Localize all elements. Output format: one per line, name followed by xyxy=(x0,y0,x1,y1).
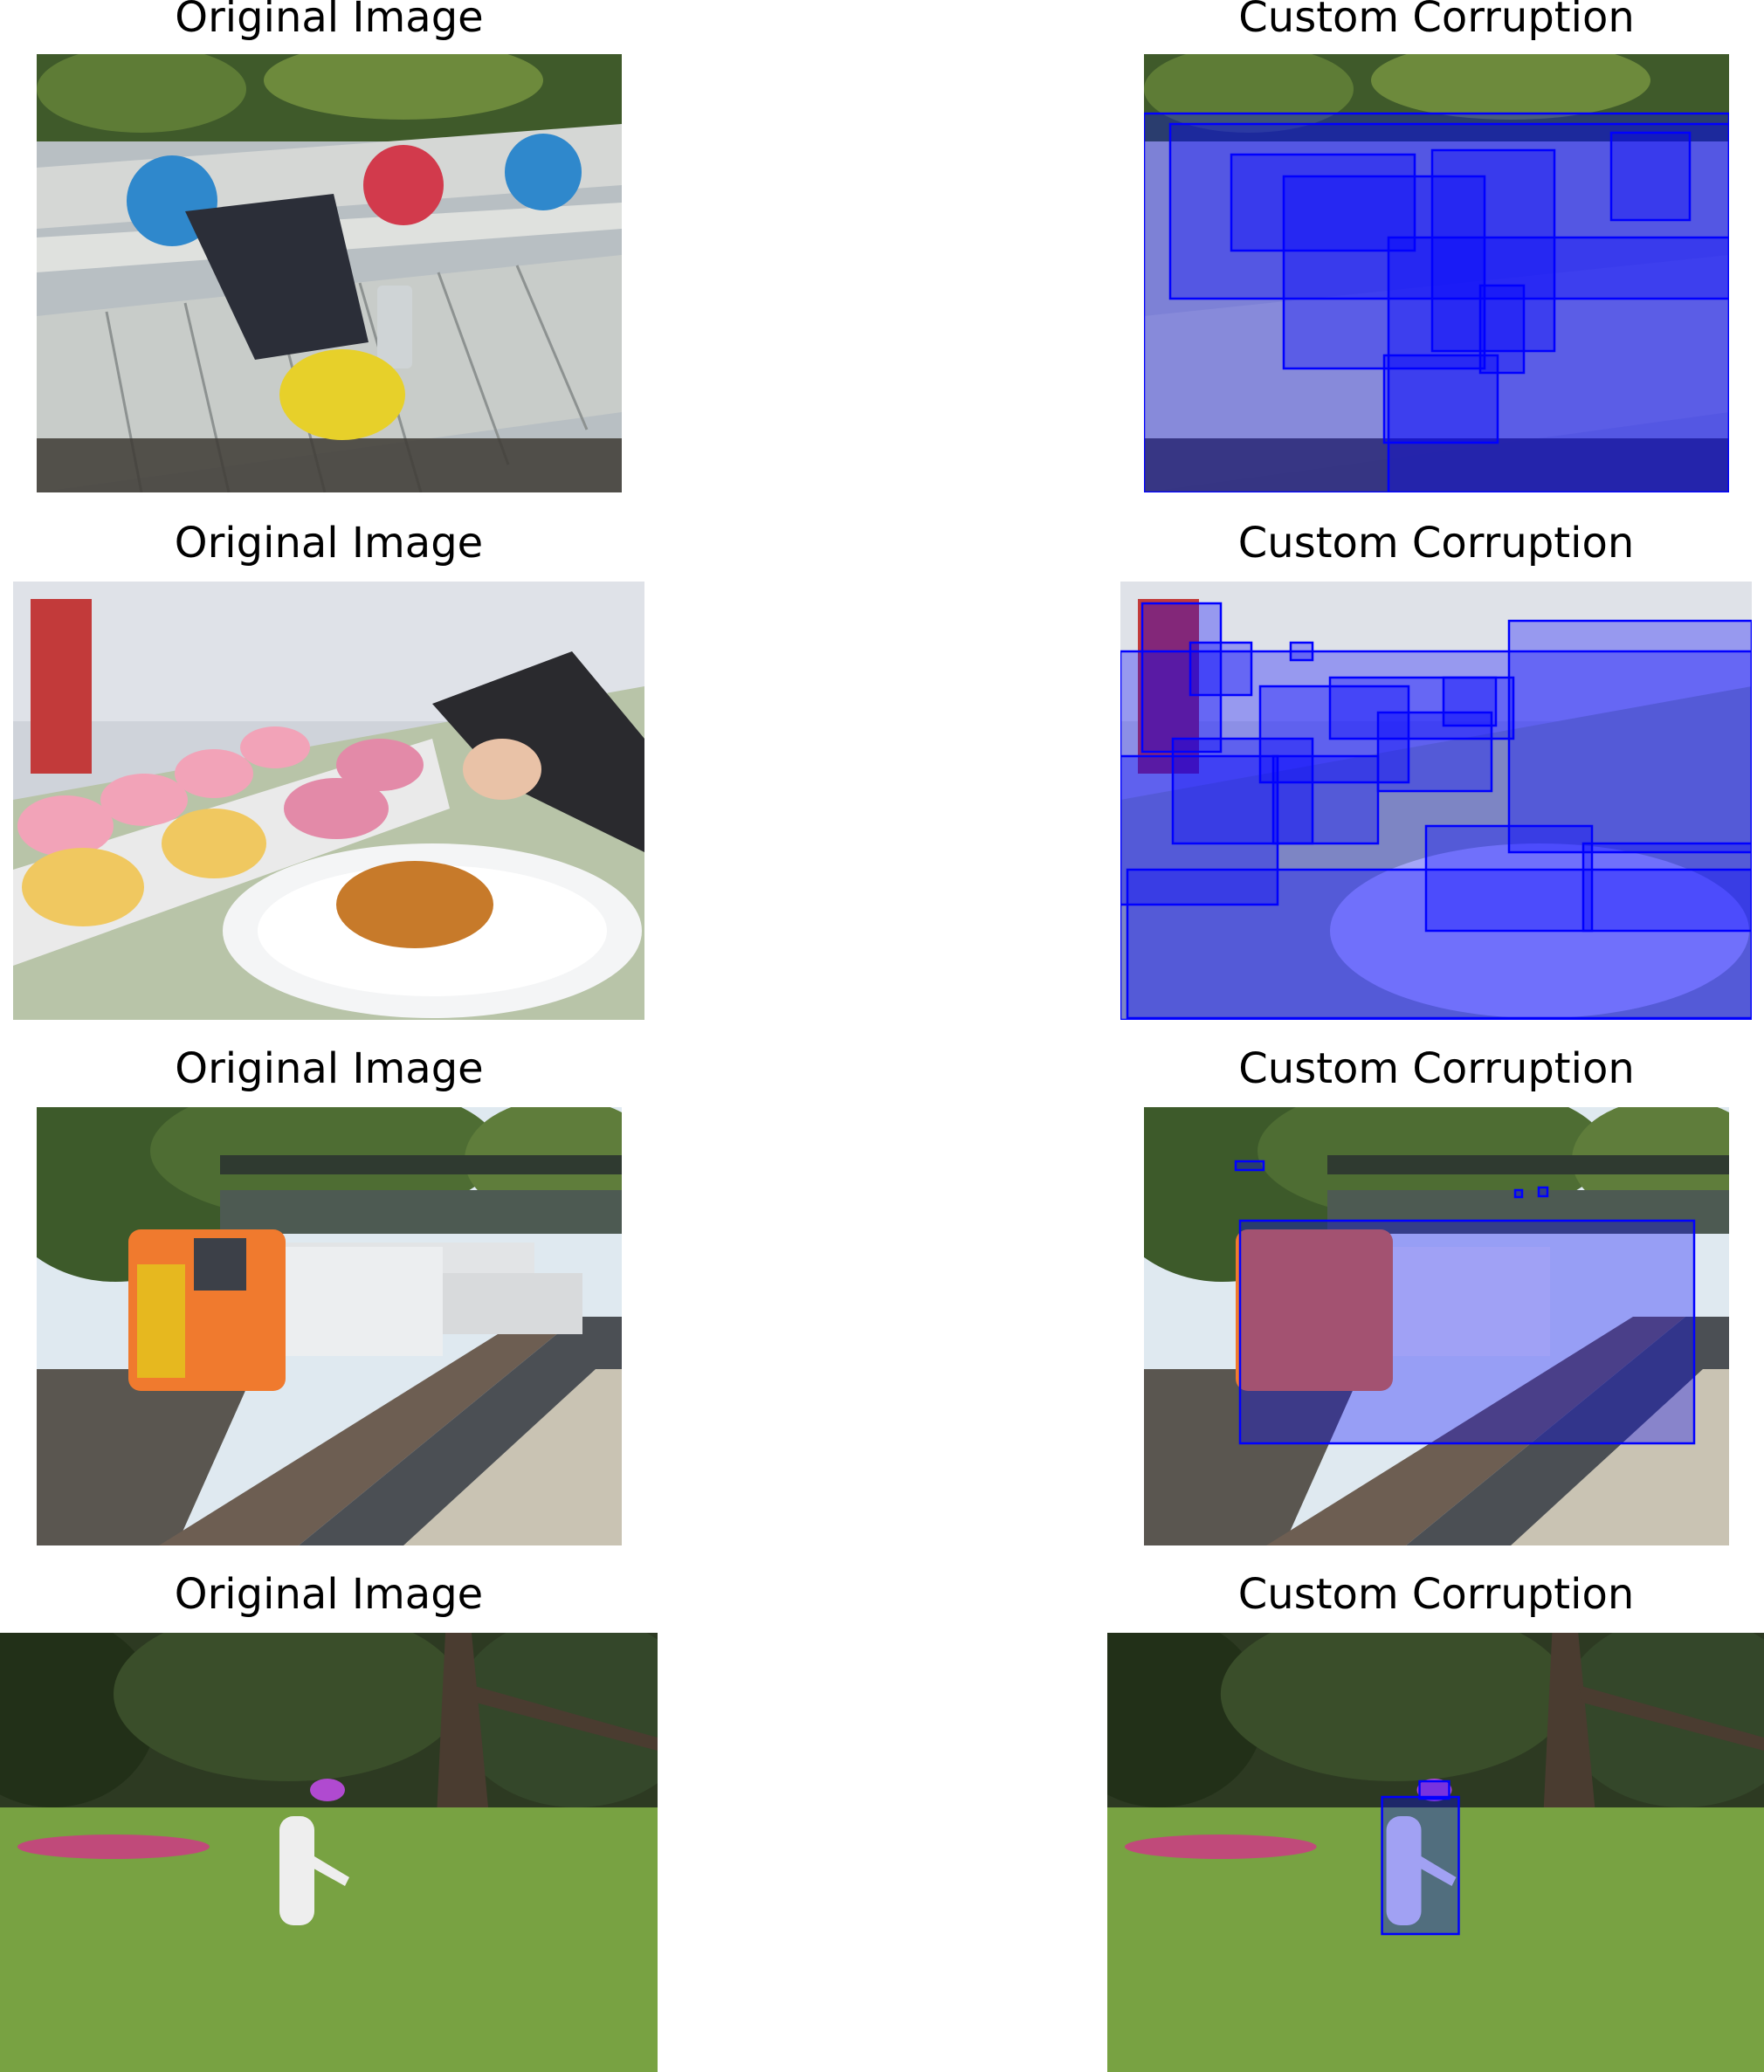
row2-bbox-7 xyxy=(1120,754,1279,906)
row4-corrupted-title: Custom Corruption xyxy=(1237,1570,1635,1619)
row3-corrupted-photo xyxy=(1144,1107,1729,1545)
row1-original-photo xyxy=(37,54,622,492)
row2-corrupted-panel: Custom Corruption xyxy=(1120,519,1752,1022)
row2-bbox-13 xyxy=(1424,824,1594,933)
row1-bbox-8 xyxy=(1382,354,1499,444)
row1-bbox-9 xyxy=(1387,236,1729,492)
row2-bbox-9 xyxy=(1271,754,1380,845)
row2-bbox-12 xyxy=(1507,619,1752,854)
row3-bbox-sign xyxy=(1234,1160,1265,1172)
row3-bbox-train xyxy=(1238,1219,1696,1445)
row1-original-title: Original Image xyxy=(175,0,484,42)
row4-original-photo xyxy=(0,1633,658,2072)
row4-bbox-frisbee xyxy=(1418,1779,1450,1800)
row2-corrupted-photo xyxy=(1120,582,1752,1020)
row1-bbox-3 xyxy=(1230,153,1416,252)
row4-original-panel: Original Image xyxy=(0,1570,658,2072)
row2-bbox-6 xyxy=(1258,685,1410,784)
row3-corrupted-title: Custom Corruption xyxy=(1238,1044,1635,1093)
row3-bbox-light-1 xyxy=(1513,1188,1524,1199)
row1-bbox-5 xyxy=(1430,148,1556,353)
row4-corrupted-panel: Custom Corruption xyxy=(1107,1570,1764,2072)
row2-bbox-11 xyxy=(1442,676,1498,727)
row1-original-panel: Original Image xyxy=(37,0,622,496)
row4-bbox-dog xyxy=(1381,1795,1460,1936)
row3-corrupted-panel: Custom Corruption xyxy=(1144,1044,1729,1547)
row4-original-title: Original Image xyxy=(174,1570,484,1619)
row2-original-photo xyxy=(13,582,644,1020)
row3-original-photo xyxy=(37,1107,622,1545)
row2-bbox-10 xyxy=(1376,711,1493,793)
row2-bbox-4 xyxy=(1289,641,1314,662)
row3-original-title: Original Image xyxy=(175,1044,484,1093)
row2-original-title: Original Image xyxy=(174,519,484,568)
row2-original-panel: Original Image xyxy=(13,519,644,1022)
row1-bbox-6 xyxy=(1609,131,1692,222)
row1-bbox-2 xyxy=(1168,122,1729,300)
row4-corrupted-photo xyxy=(1107,1633,1764,2072)
row2-bbox-5 xyxy=(1328,676,1515,740)
row1-corrupted-panel: Custom Corruption xyxy=(1144,0,1729,496)
row2-bbox-15 xyxy=(1126,868,1752,1020)
row1-corrupted-photo xyxy=(1144,54,1729,492)
row1-bbox-7 xyxy=(1478,284,1526,375)
row1-corrupted-title: Custom Corruption xyxy=(1238,0,1635,42)
row2-corrupted-title: Custom Corruption xyxy=(1237,519,1635,568)
row2-bbox-2 xyxy=(1140,602,1223,754)
row1-bbox-4 xyxy=(1282,175,1486,370)
row3-original-panel: Original Image xyxy=(37,1044,622,1547)
row3-bbox-light-2 xyxy=(1537,1186,1549,1198)
row2-bbox-14 xyxy=(1581,842,1752,933)
row2-bbox-3 xyxy=(1189,641,1253,697)
